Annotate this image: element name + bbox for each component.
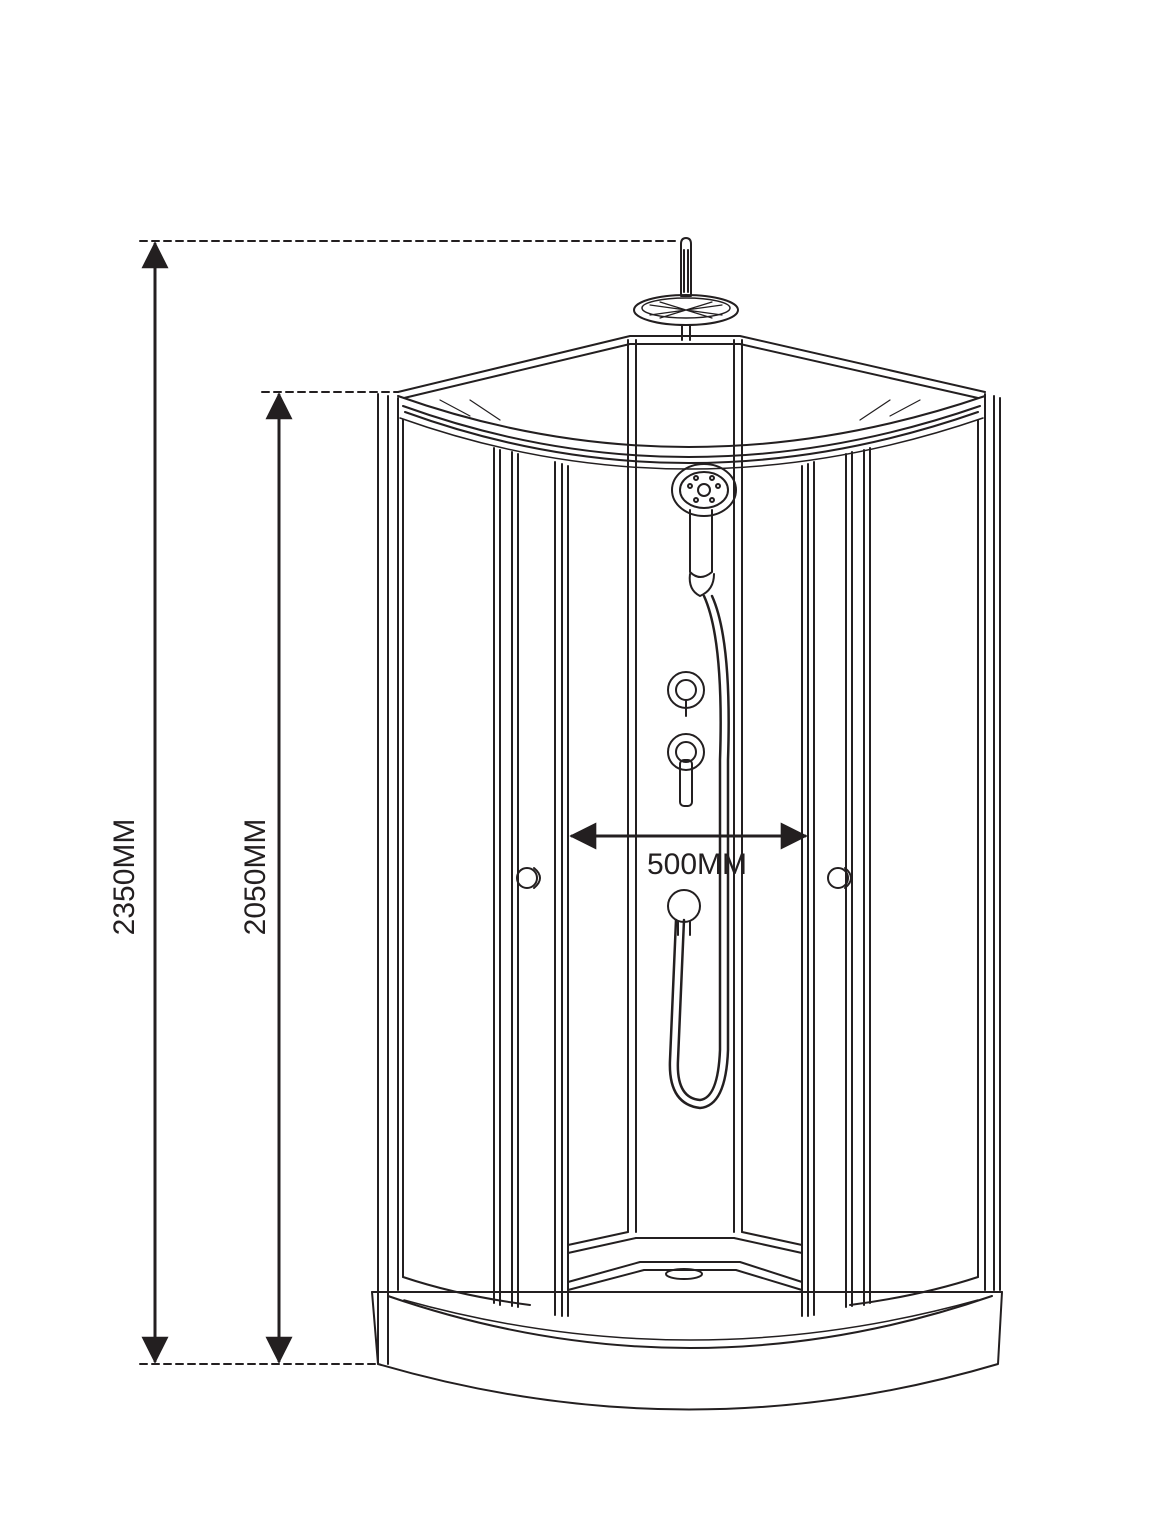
right-door-handle	[827, 867, 852, 889]
rain-shower-head	[633, 237, 739, 341]
cabin-height-dimension	[261, 391, 399, 1364]
diverter-knob	[667, 671, 705, 717]
back-wall-column	[567, 339, 803, 1254]
cabin-side-posts	[377, 393, 1001, 1365]
shower-tray	[371, 1261, 1003, 1411]
total-height-dimension	[139, 240, 681, 1365]
cabin-height-label: 2050MM	[239, 819, 272, 936]
mixer-valve	[667, 733, 705, 807]
left-door-panels	[402, 419, 569, 1317]
cabin-top-frame	[397, 335, 986, 470]
width-label: 500MM	[647, 848, 747, 881]
left-door-handle	[516, 867, 541, 889]
drain	[665, 1268, 703, 1280]
total-height-label: 2350MM	[108, 819, 141, 936]
hand-shower	[668, 463, 737, 1110]
right-door-panels	[801, 419, 979, 1317]
hose-outlet	[667, 889, 701, 936]
